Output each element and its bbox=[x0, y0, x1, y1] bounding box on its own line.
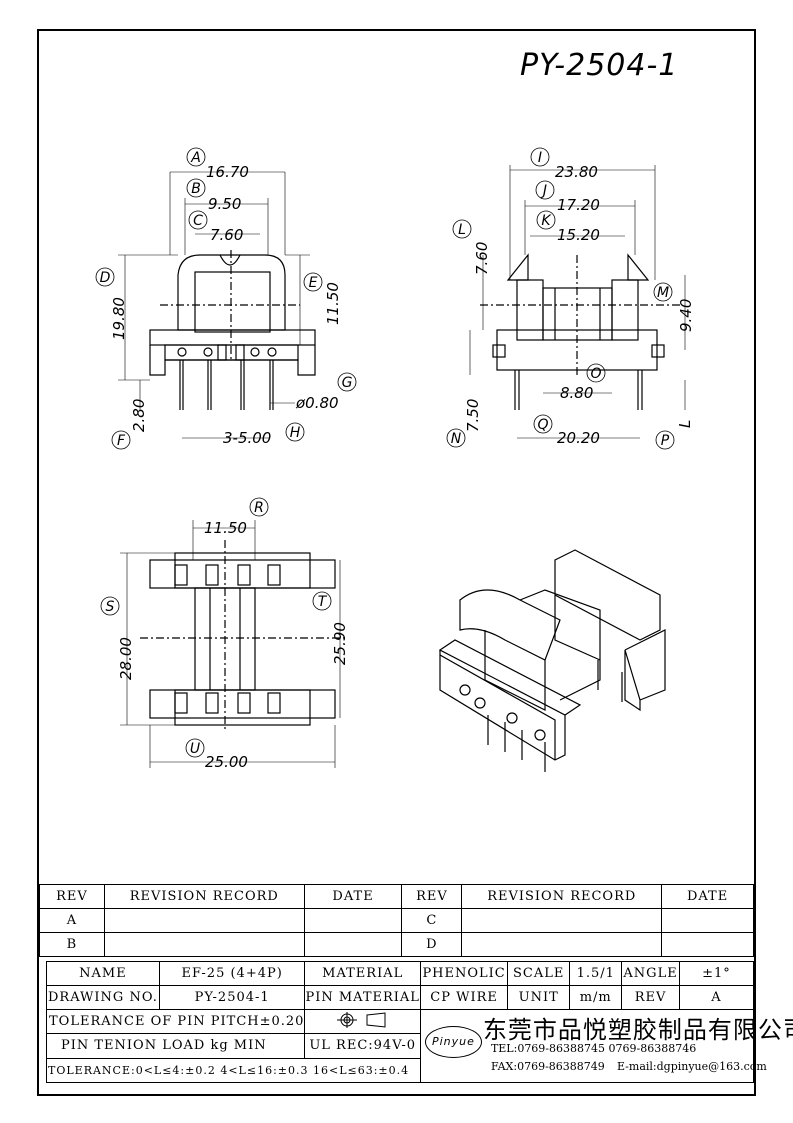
side-view bbox=[469, 165, 686, 439]
dim-b: 9.50 bbox=[208, 195, 241, 213]
drawing-no-label: DRAWING NO. bbox=[46, 985, 160, 1010]
label-r: R bbox=[254, 500, 264, 516]
dim-s: 28.00 bbox=[117, 637, 135, 680]
date-header: DATE bbox=[661, 884, 754, 909]
projection-symbol-icon bbox=[304, 1008, 421, 1035]
scale-label: SCALE bbox=[507, 961, 571, 986]
company-name-cn: 东莞市品悦塑胶制品有限公司 bbox=[482, 1016, 793, 1044]
label-a: A bbox=[190, 150, 201, 166]
dim-l: 7.60 bbox=[473, 242, 491, 275]
label-t: T bbox=[318, 594, 328, 610]
label-k: K bbox=[541, 213, 552, 229]
rev-cell: B bbox=[39, 932, 105, 957]
name-value: EF-25 (4+4P) bbox=[158, 961, 306, 986]
dim-h: 3-5.00 bbox=[223, 429, 271, 447]
label-b: B bbox=[191, 181, 201, 197]
table-row: B D bbox=[39, 932, 754, 957]
label-i: I bbox=[538, 150, 542, 166]
dim-i: 23.80 bbox=[555, 163, 598, 181]
label-p: P bbox=[661, 433, 670, 449]
technical-drawing: A B C D E F G H I J K L M N O P Q R S T … bbox=[95, 147, 695, 772]
dim-c: 7.60 bbox=[210, 226, 243, 244]
label-n: N bbox=[451, 431, 462, 447]
dim-q: 20.20 bbox=[557, 429, 600, 447]
label-u: U bbox=[190, 741, 200, 757]
rev-header: REV bbox=[401, 884, 463, 909]
pinyue-logo: Pinyue bbox=[424, 1026, 482, 1058]
dim-e: 11.50 bbox=[324, 282, 342, 325]
drawing-frame bbox=[37, 29, 756, 1096]
dim-a: 16.70 bbox=[206, 163, 249, 181]
dim-r: 11.50 bbox=[204, 519, 247, 537]
record-cell bbox=[461, 908, 663, 933]
scale-value: 1.5/1 bbox=[569, 961, 623, 986]
revision-table: REV REVISION RECORD DATE REV REVISION RE… bbox=[39, 884, 754, 957]
date-header: DATE bbox=[303, 884, 403, 909]
record-cell bbox=[103, 908, 305, 933]
revision-record-header: REVISION RECORD bbox=[103, 884, 305, 909]
rev-cell: C bbox=[401, 908, 463, 933]
company-fax: FAX:0769-86388749 bbox=[490, 1060, 605, 1073]
date-cell bbox=[303, 908, 403, 933]
company-tel: TEL:0769-86388745 0769-86388746 bbox=[490, 1042, 697, 1055]
pin-material-value: CP WIRE bbox=[419, 985, 509, 1010]
ul-rec: UL REC:94V-0 bbox=[304, 1033, 421, 1059]
label-e: E bbox=[309, 275, 318, 291]
company-email: E-mail:dgpinyue@163.com bbox=[616, 1060, 767, 1073]
label-g: G bbox=[342, 375, 353, 391]
tolerance-line: TOLERANCE:0<L≤4:±0.2 4<L≤16:±0.3 16<L≤63… bbox=[46, 1057, 421, 1084]
drawing-no-value: PY-2504-1 bbox=[158, 985, 306, 1010]
dim-pl: L bbox=[676, 420, 694, 428]
angle-value: ±1° bbox=[678, 961, 755, 986]
dim-o: 8.80 bbox=[560, 384, 593, 402]
label-o: O bbox=[590, 366, 601, 382]
record-cell bbox=[461, 932, 663, 957]
company-block: Pinyue 东莞市品悦塑胶制品有限公司 TEL:0769-86388745 0… bbox=[419, 1009, 793, 1083]
unit-value: m/m bbox=[569, 985, 623, 1010]
record-cell bbox=[103, 932, 305, 957]
label-l: L bbox=[458, 222, 466, 238]
material-value: PHENOLIC bbox=[419, 961, 509, 986]
dim-m: 9.40 bbox=[677, 299, 695, 332]
name-label: NAME bbox=[46, 961, 160, 986]
drawing-number-title: PY-2504-1 bbox=[520, 48, 679, 83]
dim-k: 15.20 bbox=[557, 226, 600, 244]
rev-value: A bbox=[678, 985, 755, 1010]
rev-label: REV bbox=[621, 985, 680, 1010]
rev-header: REV bbox=[39, 884, 105, 909]
unit-label: UNIT bbox=[507, 985, 571, 1010]
title-block: NAME EF-25 (4+4P) MATERIAL PHENOLIC SCAL… bbox=[45, 961, 793, 1084]
bottom-view bbox=[120, 520, 345, 768]
angle-label: ANGLE bbox=[621, 961, 680, 986]
label-j: J bbox=[540, 183, 547, 199]
dim-u: 25.00 bbox=[205, 753, 248, 771]
dim-t: 25.90 bbox=[331, 622, 349, 665]
label-m: M bbox=[657, 285, 669, 301]
dim-f: 2.80 bbox=[130, 399, 148, 432]
dim-n: 7.50 bbox=[464, 399, 482, 432]
date-cell bbox=[661, 932, 754, 957]
dim-d: 19.80 bbox=[110, 297, 128, 340]
table-row: A C bbox=[39, 908, 754, 933]
rev-cell: D bbox=[401, 932, 463, 957]
isometric-view bbox=[438, 549, 666, 772]
label-c: C bbox=[193, 213, 203, 229]
label-h: H bbox=[290, 425, 301, 441]
label-d: D bbox=[100, 270, 111, 286]
label-q: Q bbox=[537, 417, 548, 433]
pin-material-label: PIN MATERIAL bbox=[304, 985, 421, 1010]
label-f: F bbox=[117, 433, 126, 449]
date-cell bbox=[661, 908, 754, 933]
date-cell bbox=[303, 932, 403, 957]
revision-record-header: REVISION RECORD bbox=[461, 884, 663, 909]
label-s: S bbox=[106, 599, 115, 615]
material-label: MATERIAL bbox=[304, 961, 421, 986]
front-view bbox=[118, 171, 316, 439]
dim-j: 17.20 bbox=[557, 196, 600, 214]
dim-g: ø0.80 bbox=[295, 394, 339, 412]
rev-cell: A bbox=[39, 908, 105, 933]
tolerance-pitch: TOLERANCE OF PIN PITCH±0.20 bbox=[45, 1008, 306, 1035]
pin-tension: PIN TENION LOAD kg MIN bbox=[45, 1033, 306, 1059]
